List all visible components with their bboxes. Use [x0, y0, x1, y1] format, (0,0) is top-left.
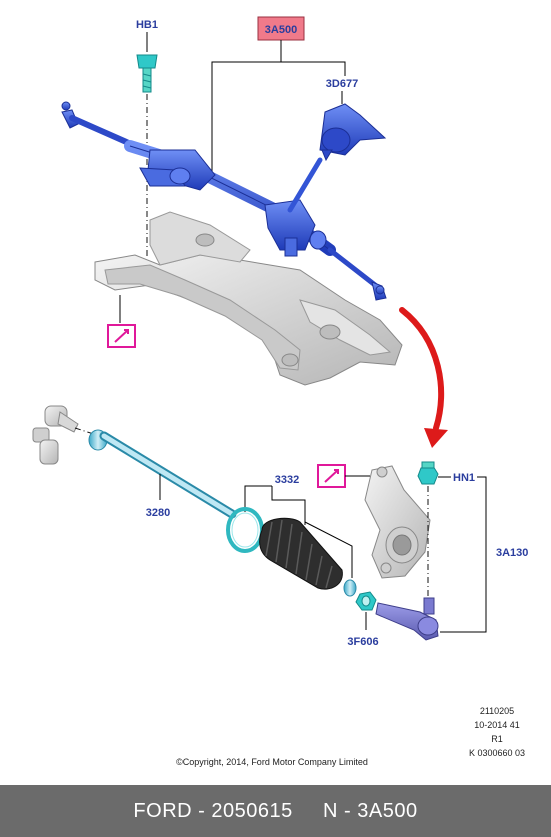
hand-pointer-icon-knuckle	[317, 464, 346, 488]
leader-3a500-b	[281, 61, 346, 76]
small-boot-clamp	[343, 579, 357, 597]
nut-hn1	[417, 461, 439, 485]
meta-line-3: R1	[491, 734, 503, 744]
tie-rod-3280	[88, 429, 237, 519]
inner-ball-joint	[32, 405, 79, 465]
meta-line-4: K 0300660 03	[469, 748, 525, 758]
leader-3a500	[211, 40, 282, 172]
leader-3332-c	[304, 521, 353, 578]
hand-pointer-icon	[107, 324, 136, 348]
tie-rod-end	[375, 597, 439, 641]
exploded-parts-diagram: HB1 3A500 3D677	[32, 16, 528, 767]
callout-3280: 3280	[146, 507, 170, 519]
boot-clamp-ring	[226, 507, 264, 553]
footer-part-number: FORD - 2050615	[133, 799, 293, 822]
joint-axis-line	[74, 427, 101, 437]
callout-3d677: 3D677	[326, 78, 358, 90]
leader-3a130	[440, 476, 487, 633]
footer-reference: N - 3A500	[323, 799, 418, 822]
steering-rack-assembly	[61, 101, 387, 301]
callout-hn1: HN1	[453, 472, 475, 484]
steering-knuckle	[364, 465, 431, 579]
callout-hb1: HB1	[136, 19, 158, 31]
meta-line-1: 2110205	[480, 706, 514, 716]
meta-line-2: 10-2014 41	[474, 720, 520, 730]
copyright-text: ©Copyright, 2014, Ford Motor Company Lim…	[176, 757, 368, 767]
curved-arrow-icon	[399, 307, 448, 448]
callout-3f606: 3F606	[347, 636, 378, 648]
bolt-hb1	[136, 54, 158, 93]
callout-3332: 3332	[275, 474, 299, 486]
steering-boot-3d677	[319, 103, 387, 162]
front-subframe	[94, 211, 403, 386]
leader-3332-a	[244, 485, 272, 512]
leader-3332-b	[271, 486, 306, 525]
rack-bellows-boot	[259, 517, 343, 590]
callout-3a130: 3A130	[496, 547, 528, 559]
callout-3a500: 3A500	[265, 24, 297, 36]
jam-nut-3f606	[355, 591, 377, 611]
part-number-footer: FORD - 2050615 N - 3A500	[0, 785, 551, 837]
